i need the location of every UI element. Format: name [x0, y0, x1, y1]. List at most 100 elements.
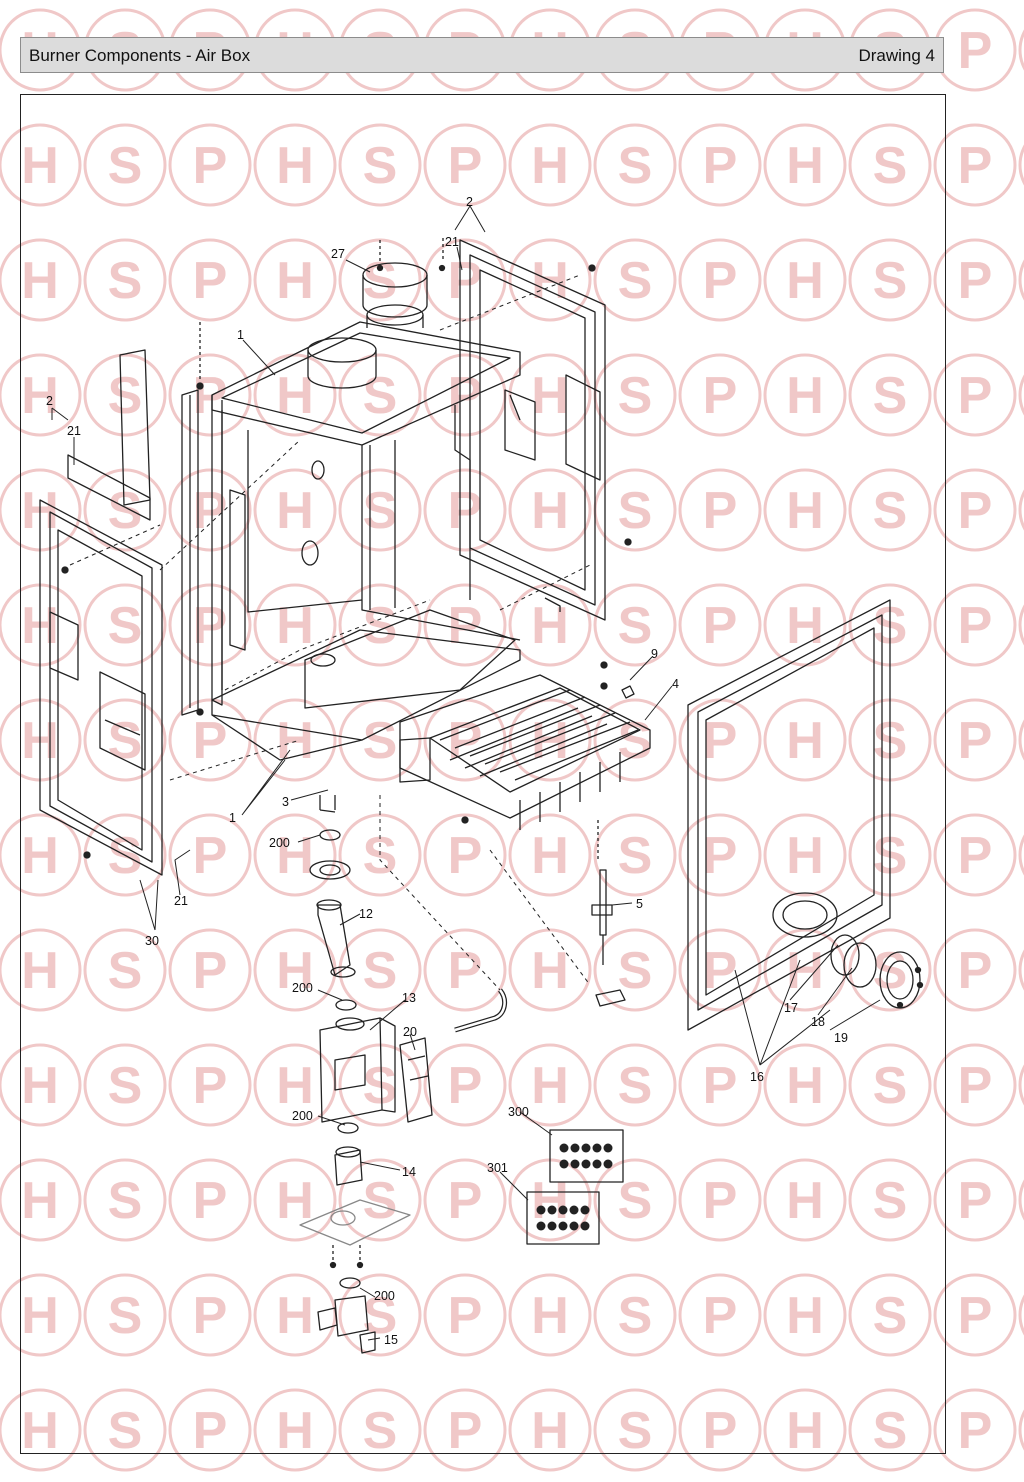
- right-side-panel: [459, 239, 632, 621]
- drawing-frame: [20, 94, 946, 1454]
- svg-text:P: P: [703, 1057, 738, 1115]
- svg-text:H: H: [21, 1057, 59, 1115]
- svg-text:H: H: [531, 827, 569, 885]
- svg-text:P: P: [193, 1287, 228, 1345]
- callout-15: 15: [384, 1333, 398, 1347]
- svg-text:S: S: [363, 367, 398, 425]
- drawing-number: Drawing 4: [858, 46, 935, 65]
- pipe-elbow: [299, 1122, 411, 1246]
- svg-text:H: H: [531, 1287, 569, 1345]
- svg-text:H: H: [786, 252, 824, 310]
- svg-text:P: P: [703, 137, 738, 195]
- svg-text:P: P: [193, 137, 228, 195]
- svg-text:P: P: [958, 597, 993, 655]
- callout-1-bottom: 1: [229, 811, 236, 825]
- svg-text:S: S: [363, 137, 398, 195]
- svg-text:P: P: [448, 1057, 483, 1115]
- svg-text:S: S: [363, 942, 398, 1000]
- callout-labels: 2 21 27 1 2 21 9 4 3 1 200 21 5 12 30 20…: [46, 195, 848, 1347]
- svg-text:H: H: [786, 1057, 824, 1115]
- svg-text:P: P: [193, 252, 228, 310]
- svg-text:S: S: [363, 712, 398, 770]
- callout-200-b: 200: [292, 981, 313, 995]
- svg-text:H: H: [276, 137, 314, 195]
- svg-text:S: S: [873, 137, 908, 195]
- svg-text:H: H: [21, 827, 59, 885]
- svg-text:S: S: [363, 482, 398, 540]
- svg-text:H: H: [21, 252, 59, 310]
- callout-13: 13: [402, 991, 416, 1005]
- svg-text:P: P: [448, 1287, 483, 1345]
- svg-text:H: H: [276, 942, 314, 1000]
- svg-text:H: H: [276, 1402, 314, 1460]
- callout-2-right: 2: [466, 195, 473, 209]
- svg-text:S: S: [363, 1402, 398, 1460]
- svg-text:P: P: [703, 597, 738, 655]
- electrode: [591, 820, 626, 1007]
- svg-text:S: S: [873, 252, 908, 310]
- svg-text:P: P: [703, 1172, 738, 1230]
- condensate-hose: [454, 988, 508, 1033]
- svg-text:S: S: [618, 482, 653, 540]
- svg-text:S: S: [873, 367, 908, 425]
- svg-text:S: S: [108, 1402, 143, 1460]
- svg-text:P: P: [958, 22, 993, 80]
- callout-21-left: 21: [67, 424, 81, 438]
- svg-text:H: H: [786, 137, 824, 195]
- svg-text:S: S: [873, 1172, 908, 1230]
- callout-9: 9: [651, 647, 658, 661]
- leader-lines: [51, 205, 881, 1341]
- svg-text:P: P: [958, 1172, 993, 1230]
- svg-text:P: P: [703, 482, 738, 540]
- callout-20: 20: [403, 1025, 417, 1039]
- svg-text:P: P: [448, 827, 483, 885]
- svg-text:H: H: [531, 942, 569, 1000]
- flue-turret: [362, 238, 446, 328]
- svg-text:H: H: [276, 827, 314, 885]
- callout-16: 16: [750, 1070, 764, 1084]
- gas-valve: [319, 1017, 433, 1123]
- svg-text:H: H: [21, 367, 59, 425]
- svg-text:H: H: [786, 1287, 824, 1345]
- burner-assembly: [399, 661, 651, 830]
- svg-text:S: S: [108, 252, 143, 310]
- svg-text:S: S: [108, 137, 143, 195]
- svg-text:H: H: [786, 597, 824, 655]
- svg-text:H: H: [786, 827, 824, 885]
- svg-text:P: P: [703, 712, 738, 770]
- svg-text:S: S: [873, 1287, 908, 1345]
- svg-text:P: P: [703, 1402, 738, 1460]
- svg-text:P: P: [193, 942, 228, 1000]
- callout-12: 12: [359, 907, 373, 921]
- svg-text:H: H: [786, 1172, 824, 1230]
- svg-text:P: P: [958, 482, 993, 540]
- svg-text:S: S: [108, 367, 143, 425]
- svg-text:P: P: [958, 1057, 993, 1115]
- svg-text:H: H: [531, 1402, 569, 1460]
- svg-text:S: S: [108, 1057, 143, 1115]
- svg-text:P: P: [958, 1402, 993, 1460]
- svg-text:H: H: [276, 482, 314, 540]
- svg-text:P: P: [448, 1402, 483, 1460]
- front-panel: [687, 599, 924, 1031]
- callout-2-left: 2: [46, 394, 53, 408]
- callout-14: 14: [402, 1165, 416, 1179]
- svg-text:S: S: [618, 367, 653, 425]
- svg-text:S: S: [618, 1057, 653, 1115]
- svg-text:S: S: [618, 942, 653, 1000]
- callout-1-top: 1: [237, 328, 244, 342]
- callout-300: 300: [508, 1105, 529, 1119]
- svg-text:H: H: [21, 942, 59, 1000]
- gas-cock: [317, 1245, 376, 1354]
- svg-text:H: H: [21, 1172, 59, 1230]
- svg-text:S: S: [873, 1402, 908, 1460]
- svg-text:H: H: [276, 252, 314, 310]
- svg-text:P: P: [193, 827, 228, 885]
- svg-text:P: P: [448, 712, 483, 770]
- svg-text:P: P: [958, 942, 993, 1000]
- svg-text:P: P: [958, 137, 993, 195]
- title-bar: Burner Components - Air Box Drawing 4: [20, 37, 944, 73]
- callout-17: 17: [784, 1001, 798, 1015]
- svg-text:P: P: [958, 1287, 993, 1345]
